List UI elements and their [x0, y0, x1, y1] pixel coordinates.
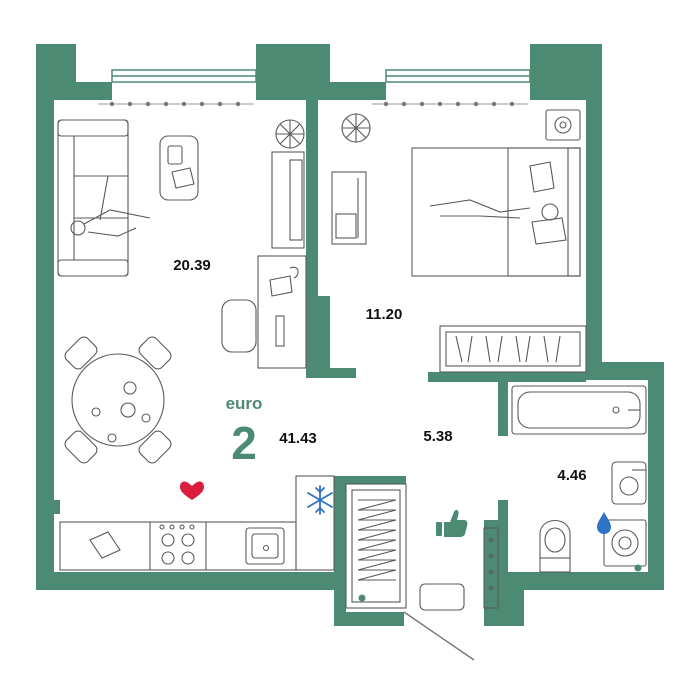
entrance-door	[403, 611, 475, 661]
shoe-rack	[483, 527, 499, 609]
toilet	[539, 520, 571, 573]
wall-bedroom-bottom	[428, 372, 586, 382]
wall-bottom-right-notch	[498, 572, 524, 626]
heart-icon	[180, 481, 204, 500]
bathtub	[511, 385, 647, 435]
wall-bottom-left	[36, 572, 346, 590]
living-room-area: 20.39	[173, 257, 211, 274]
wall-bathroom-left-bottom	[498, 500, 508, 580]
wall-bathroom-left-top	[498, 380, 508, 436]
wall-right-bedroom	[586, 44, 602, 366]
wall-bottom-right	[484, 572, 664, 590]
wall-entrance-left	[334, 476, 346, 626]
wall-left	[36, 44, 54, 590]
washing-machine-bedroom	[545, 109, 581, 141]
sink	[611, 461, 647, 505]
bedroom-area: 11.20	[366, 306, 403, 323]
wall-top-left-block	[36, 44, 76, 100]
wall-entrance-bottom	[334, 612, 404, 626]
total-area: 41.43	[279, 430, 317, 447]
wall-top-right-block	[530, 44, 562, 100]
wall-partition-bottom-left	[306, 368, 356, 378]
snowflake-icon	[307, 485, 333, 515]
plant-living	[275, 119, 305, 149]
rooms-count: 2	[231, 417, 257, 469]
wall-partition-stub	[318, 296, 330, 376]
wardrobe	[439, 325, 587, 373]
desk	[221, 255, 307, 369]
entrance-closet	[345, 483, 407, 609]
wall-kitchen-stub	[36, 500, 60, 514]
windows	[111, 69, 531, 83]
water-drop-icon	[597, 512, 611, 534]
kitchen-counter	[59, 475, 335, 571]
coffee-table	[159, 135, 199, 201]
washing-machine-bathroom	[603, 519, 647, 567]
wall-bathroom-top-right	[586, 362, 664, 380]
wall-closet-top	[334, 476, 406, 484]
hall-area: 5.38	[423, 428, 452, 445]
bedroom-desk	[331, 171, 367, 245]
bathroom-area: 4.46	[557, 467, 586, 484]
walls	[36, 44, 664, 626]
radiators	[98, 101, 528, 107]
wall-top-segment-2	[330, 82, 386, 100]
brand-label: euro	[226, 394, 263, 413]
dining-table	[64, 336, 172, 464]
sofa	[57, 119, 151, 277]
bathroom-marker	[634, 564, 642, 572]
tv-stand	[271, 151, 305, 249]
bed	[411, 147, 581, 277]
plant-bedroom	[341, 113, 371, 143]
wall-partition-vertical	[306, 100, 318, 370]
wall-right-bathroom	[648, 362, 664, 590]
wall-top-segment	[76, 82, 112, 100]
entrance-mat	[419, 583, 465, 611]
thumbs-up-icon	[436, 509, 468, 537]
wall-top-middle-2	[290, 44, 330, 100]
